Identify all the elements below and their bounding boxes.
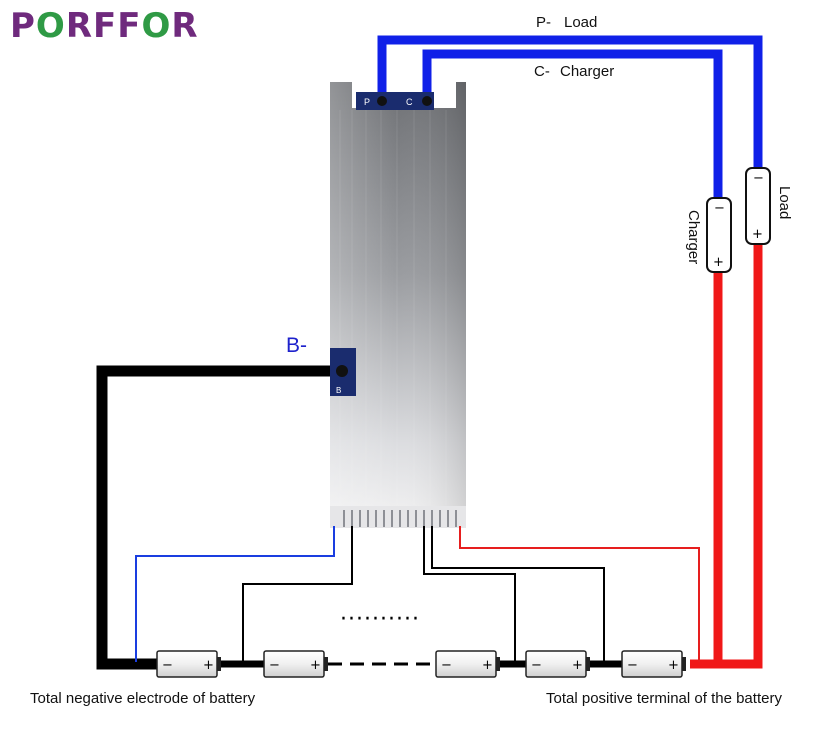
- p-load-wire: [377, 35, 763, 172]
- p-minus-label: P-: [536, 14, 551, 31]
- svg-text:−: −: [753, 171, 764, 186]
- svg-text:+: +: [752, 227, 763, 242]
- ellipsis-dots: ··········: [340, 607, 420, 632]
- svg-text:+: +: [203, 658, 214, 673]
- p-load-label: Load: [564, 14, 598, 31]
- c-charger-label: Charger: [560, 63, 615, 80]
- svg-text:−: −: [441, 658, 452, 673]
- pcb-c-label: C: [406, 97, 413, 107]
- charger-vertical-label: Charger: [685, 210, 702, 265]
- total-negative-label: Total negative electrode of battery: [30, 690, 256, 707]
- battery-cell: − +: [263, 650, 328, 678]
- svg-text:+: +: [668, 658, 679, 673]
- load-positive-wire: [690, 244, 763, 669]
- pcb-p-label: P: [364, 97, 370, 107]
- svg-text:−: −: [531, 658, 542, 673]
- battery-cell: − +: [525, 650, 590, 678]
- pcb-b-label: B: [336, 386, 341, 395]
- c-charger-wire: [422, 49, 723, 200]
- load-vertical-label: Load: [776, 186, 793, 220]
- svg-text:−: −: [714, 201, 725, 216]
- svg-text:+: +: [572, 658, 583, 673]
- charger-connector: − +: [706, 197, 732, 273]
- bms-board: [330, 82, 466, 528]
- balance-wires: [135, 526, 700, 662]
- total-positive-label: Total positive terminal of the battery: [546, 690, 782, 707]
- svg-text:−: −: [627, 658, 638, 673]
- brand-logo: PORFFOR: [10, 6, 199, 46]
- svg-text:+: +: [713, 255, 724, 270]
- b-minus-wire: [96, 365, 342, 670]
- b-minus-label: B-: [286, 334, 307, 357]
- load-connector: − +: [745, 167, 771, 245]
- svg-text:+: +: [482, 658, 493, 673]
- svg-text:−: −: [269, 658, 280, 673]
- battery-cell: − +: [435, 650, 500, 678]
- c-minus-label: C-: [534, 63, 550, 80]
- battery-cell: − +: [621, 650, 686, 678]
- battery-cell: − +: [156, 650, 221, 678]
- svg-text:+: +: [310, 658, 321, 673]
- svg-text:−: −: [162, 658, 173, 673]
